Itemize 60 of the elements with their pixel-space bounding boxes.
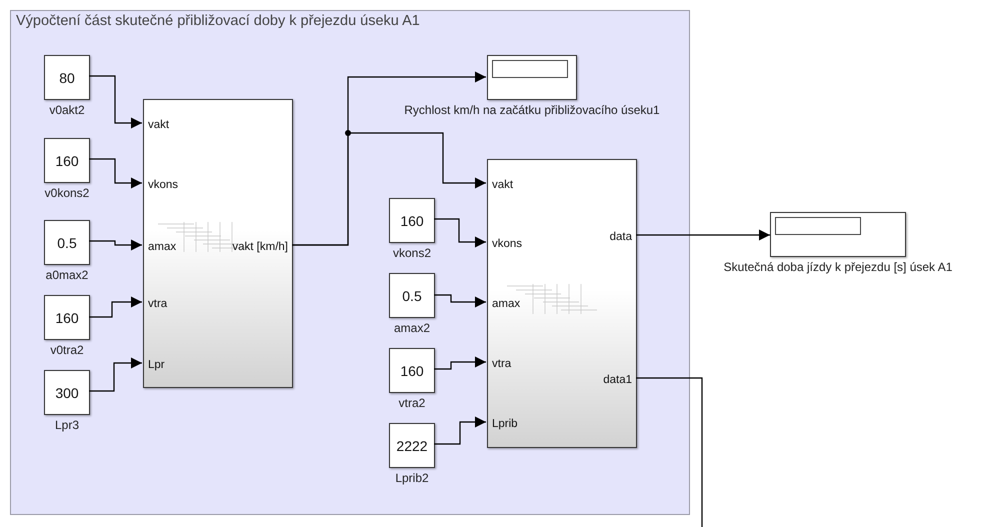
signal-line bbox=[292, 132, 486, 246]
constant-value: 2222 bbox=[396, 438, 428, 454]
signal-line bbox=[89, 75, 142, 128]
port-label: vakt bbox=[148, 119, 170, 131]
constant-value: 300 bbox=[55, 384, 79, 400]
signal-line bbox=[434, 416, 486, 445]
port-label: vkons bbox=[148, 179, 178, 191]
signal-line bbox=[89, 358, 142, 392]
port-label: amax bbox=[492, 298, 520, 310]
constant-block bbox=[44, 220, 90, 265]
port-label: amax bbox=[148, 241, 176, 253]
constant-value: 160 bbox=[400, 362, 424, 378]
constant-block bbox=[389, 348, 435, 393]
port-label: Lpr bbox=[148, 359, 165, 371]
block-label: Rychlost km/h na začátku přibližovacího úseku1 bbox=[404, 103, 660, 117]
constant-block bbox=[44, 370, 90, 415]
signal-line bbox=[434, 218, 486, 248]
constant-block bbox=[389, 198, 435, 243]
signal-line bbox=[434, 356, 486, 370]
signal-line bbox=[434, 294, 486, 308]
port-label: Lprib bbox=[492, 418, 518, 430]
block-label: v0akt2 bbox=[49, 103, 85, 117]
port-label: vtra bbox=[148, 298, 168, 310]
port-label: data bbox=[610, 231, 632, 243]
constant-block bbox=[389, 423, 435, 468]
subsystem-block bbox=[143, 99, 293, 388]
block-label: Lpr3 bbox=[54, 418, 80, 432]
signal-line bbox=[636, 230, 770, 240]
port-label: vtra bbox=[492, 358, 512, 370]
area-title: Výpočtení část skutečné přibližovací doby k přejezdu úseku A1 bbox=[16, 13, 420, 29]
block-label: a0max2 bbox=[46, 268, 88, 282]
block-label: vtra2 bbox=[398, 396, 426, 410]
display-block bbox=[487, 55, 577, 100]
signal-line bbox=[89, 296, 142, 318]
subsystem-block bbox=[487, 159, 637, 448]
signal-line bbox=[89, 240, 142, 250]
port-label: data1 bbox=[603, 374, 632, 386]
constant-block bbox=[44, 138, 90, 183]
port-label: vakt [km/h] bbox=[232, 241, 288, 253]
port-label: vkons bbox=[492, 238, 522, 250]
constant-value: 0.5 bbox=[402, 288, 422, 304]
constant-value: 160 bbox=[55, 152, 79, 168]
constant-block bbox=[44, 295, 90, 340]
port-label: vakt bbox=[492, 179, 514, 191]
constant-value: 80 bbox=[59, 70, 75, 86]
block-label: Lprib2 bbox=[395, 471, 429, 485]
block-label: amax2 bbox=[394, 321, 430, 335]
display-block bbox=[770, 212, 906, 257]
constant-value: 160 bbox=[55, 310, 79, 326]
constant-block bbox=[44, 55, 90, 100]
block-label: vkons2 bbox=[392, 246, 432, 260]
signal-line bbox=[89, 158, 142, 188]
subsystem-area bbox=[10, 10, 690, 515]
constant-block bbox=[389, 273, 435, 318]
block-label: v0tra2 bbox=[50, 343, 84, 357]
constant-value: 160 bbox=[400, 212, 424, 228]
block-label: Skutečná doba jízdy k přejezdu [s] úsek A1 bbox=[724, 260, 952, 274]
block-label: v0kons2 bbox=[44, 186, 90, 200]
signal-line bbox=[636, 377, 703, 527]
constant-value: 0.5 bbox=[57, 234, 77, 250]
